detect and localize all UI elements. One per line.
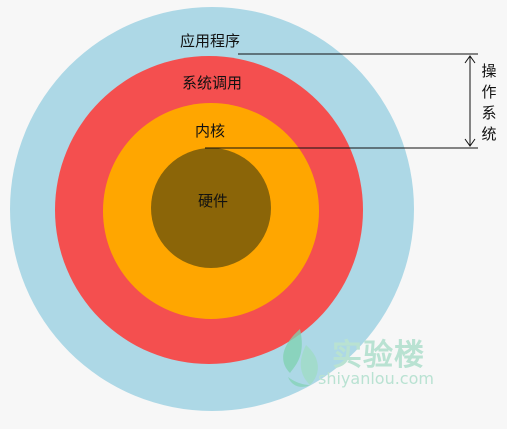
operating-system-bracket-label: 操作系统 — [481, 62, 497, 143]
layer-hardware-circle — [151, 148, 271, 268]
watermark-url: shiyanlou.com — [318, 369, 434, 388]
watermark-title: 实验楼 — [332, 338, 425, 373]
layer-application-label: 应用程序 — [179, 32, 240, 50]
arrow-down-icon — [464, 138, 476, 147]
layer-syscall-label: 系统调用 — [181, 74, 242, 92]
layer-hardware-label: 硬件 — [197, 192, 228, 210]
arrow-up-icon — [464, 55, 476, 64]
shiyanlou-logo-icon — [283, 329, 318, 387]
layer-kernel-label: 内核 — [194, 122, 225, 140]
